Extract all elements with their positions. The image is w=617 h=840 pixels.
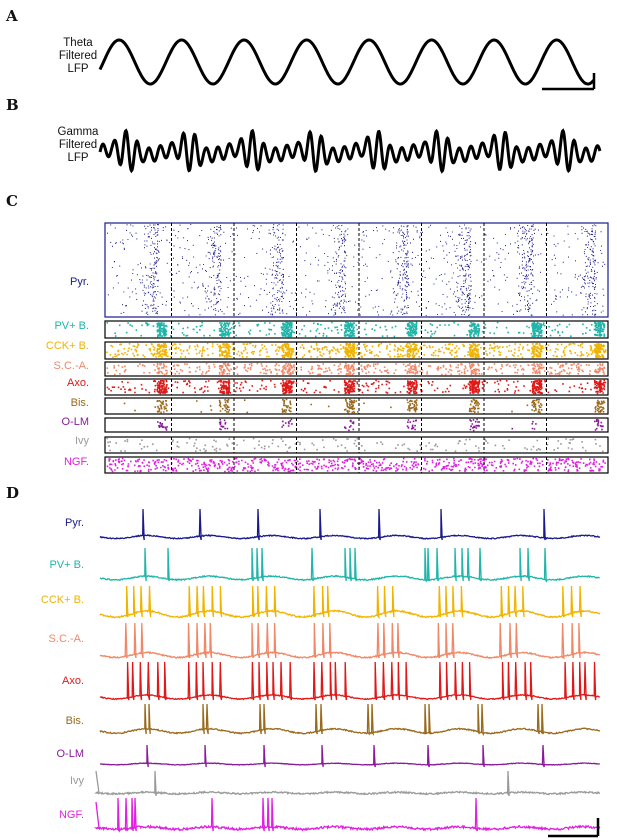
theta-lfp-trace bbox=[98, 38, 596, 86]
voltage-label-sca: S.C.-A. bbox=[49, 633, 84, 645]
panel-a-letter: A bbox=[5, 7, 18, 25]
raster-frame-ivy bbox=[104, 436, 609, 454]
panel-a-label-1: Theta bbox=[63, 37, 93, 49]
voltage-trace-ngf bbox=[93, 797, 601, 833]
raster-label-pyr: Pyr. bbox=[70, 276, 89, 288]
raster-spikes-sca bbox=[106, 362, 606, 376]
raster-spikes-pv bbox=[106, 321, 606, 338]
voltage-labels: Pyr. PV+ B. CCK+ B. S.C.-A. Axo. Bis. O-LM IvyN… bbox=[41, 517, 85, 821]
raster-label-pv: PV+ B. bbox=[54, 320, 89, 332]
raster-frame-bis bbox=[104, 397, 609, 415]
raster-frame-pyr bbox=[104, 222, 609, 318]
voltage-trace-pv bbox=[99, 547, 600, 583]
raster-spikes-cck bbox=[106, 342, 607, 359]
raster-spikes-olm bbox=[157, 418, 604, 432]
voltage-label-pyr: Pyr. bbox=[65, 517, 84, 529]
voltage-label-cck: CCK+ B. bbox=[41, 594, 84, 606]
panel-d-letter: D bbox=[6, 484, 19, 502]
raster-row-olm bbox=[104, 417, 609, 433]
raster-frame-cck bbox=[104, 341, 609, 360]
spike-raster bbox=[104, 222, 609, 474]
voltage-label-ivy: Ivy bbox=[70, 775, 85, 787]
panel-b-label-1: Gamma bbox=[58, 126, 100, 138]
voltage-label-olm: O-LM bbox=[57, 748, 85, 760]
raster-spikes-axo bbox=[106, 379, 607, 395]
raster-row-cck bbox=[104, 341, 609, 360]
raster-spikes-bis bbox=[123, 398, 606, 414]
raster-row-pyr bbox=[104, 222, 609, 318]
panel-b-label-3: LFP bbox=[67, 152, 88, 164]
voltage-label-ngf: NGF. bbox=[59, 809, 84, 821]
voltage-label-pv: PV+ B. bbox=[49, 559, 84, 571]
panel-d-scale-bar bbox=[548, 818, 600, 838]
panel-a-label-2: Filtered bbox=[59, 50, 97, 62]
raster-label-sca: S.C.-A. bbox=[54, 360, 89, 372]
raster-label-olm: O-LM bbox=[62, 416, 90, 428]
voltage-trace-sca bbox=[99, 622, 601, 661]
voltage-traces bbox=[93, 508, 601, 833]
gamma-lfp-trace bbox=[98, 128, 602, 174]
voltage-trace-ivy bbox=[94, 770, 601, 797]
panel-b-letter: B bbox=[6, 96, 19, 114]
raster-label-axo: Axo. bbox=[67, 377, 89, 389]
raster-label-ivy: Ivy bbox=[75, 435, 90, 447]
voltage-label-axo: Axo. bbox=[62, 675, 84, 687]
voltage-trace-pyr bbox=[99, 508, 601, 541]
raster-frame-axo bbox=[104, 378, 609, 396]
raster-row-ivy bbox=[104, 436, 609, 454]
panel-c-letter: C bbox=[6, 192, 18, 210]
raster-labels: Pyr. PV+ B. CCK+ B. S.C.-A. Axo. Bis. O-LM IvyN… bbox=[46, 276, 90, 468]
raster-row-ngf bbox=[104, 456, 609, 474]
voltage-trace-bis bbox=[99, 703, 601, 737]
raster-spikes-pyr bbox=[107, 223, 606, 317]
panel-b-label-2: Filtered bbox=[59, 139, 97, 151]
raster-frame-olm bbox=[104, 417, 609, 433]
raster-label-bis: Bis. bbox=[71, 397, 89, 409]
voltage-label-bis: Bis. bbox=[66, 715, 84, 727]
panel-a-scale-bar bbox=[542, 73, 596, 91]
raster-spikes-ivy bbox=[106, 437, 604, 453]
voltage-trace-axo bbox=[99, 661, 601, 701]
raster-row-bis bbox=[104, 397, 609, 415]
panel-a-label-3: LFP bbox=[67, 63, 88, 75]
raster-frame-ngf bbox=[104, 456, 609, 474]
raster-row-axo bbox=[104, 378, 609, 396]
raster-frame-sca bbox=[104, 361, 609, 377]
raster-spikes-ngf bbox=[106, 457, 606, 473]
raster-label-cck: CCK+ B. bbox=[46, 340, 89, 352]
raster-label-ngf: NGF. bbox=[64, 456, 89, 468]
voltage-trace-cck bbox=[99, 585, 601, 620]
voltage-trace-olm bbox=[99, 744, 600, 768]
raster-row-pv bbox=[104, 320, 609, 339]
raster-frame-pv bbox=[104, 320, 609, 339]
raster-row-sca bbox=[104, 361, 609, 377]
